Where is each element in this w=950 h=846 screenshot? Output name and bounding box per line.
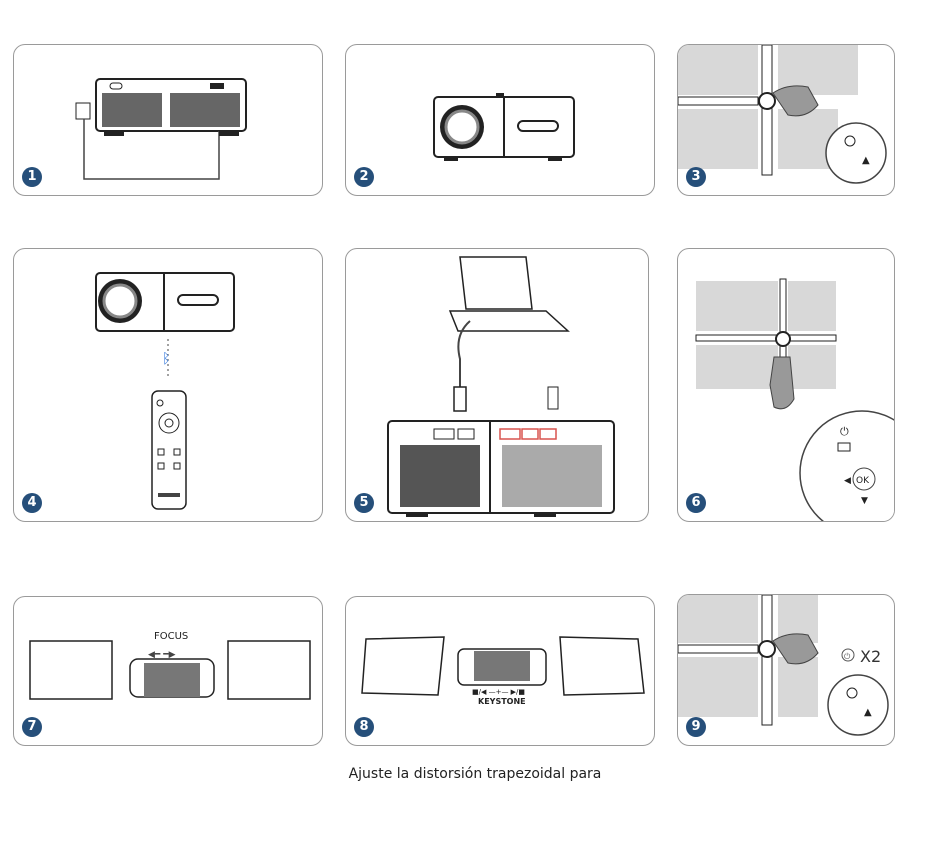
svg-text:▲: ▲ — [862, 155, 870, 166]
svg-text:▲: ▲ — [864, 707, 872, 718]
power-button-press-illustration: ▲ — [678, 45, 895, 196]
step-9-panel: ⏻ ▲ X2 9 — [677, 594, 895, 746]
ok-label: OK — [856, 476, 870, 486]
step-3-panel: ▲ 3 — [677, 44, 895, 196]
repeat-count-label: X2 — [860, 647, 881, 666]
step-number-badge: 3 — [686, 167, 706, 187]
laptop-hdmi-illustration — [346, 249, 649, 522]
step-2-panel: 2 — [345, 44, 655, 196]
step-5-panel: 5 — [345, 248, 649, 522]
bluetooth-remote-illustration: ᛒ — [14, 249, 323, 522]
svg-text:◀: ◀ — [844, 476, 851, 486]
step-number-badge: 9 — [686, 717, 706, 737]
keystone-marks: ■/◀ —+— ▶/■ — [472, 688, 525, 696]
svg-text:ᛒ: ᛒ — [162, 351, 170, 367]
focus-illustration: ◀━ ━▶ FOCUS — [14, 597, 323, 746]
step-number-badge: 4 — [22, 493, 42, 513]
source-button-press-illustration: ⏻ OK ◀ ▼ — [678, 249, 895, 522]
svg-text:◀━ ━▶: ◀━ ━▶ — [148, 650, 176, 660]
power-off-illustration: ⏻ ▲ — [678, 595, 895, 746]
step-number-badge: 2 — [354, 167, 374, 187]
focus-label: FOCUS — [154, 631, 188, 642]
step-number-badge: 8 — [354, 717, 374, 737]
step-1-panel: 1 — [13, 44, 323, 196]
step-number-badge: 1 — [22, 167, 42, 187]
step-6-panel: ⏻ OK ◀ ▼ 6 — [677, 248, 895, 522]
step-7-panel: ◀━ ━▶ FOCUS 7 — [13, 596, 323, 746]
projector-front-illustration — [346, 45, 655, 196]
step-8-panel: ■/◀ —+— ▶/■ KEYSTONE 8 — [345, 596, 655, 746]
keystone-label: KEYSTONE — [478, 697, 526, 706]
page-caption: Ajuste la distorsión trapezoidal para — [0, 766, 950, 782]
step-number-badge: 5 — [354, 493, 374, 513]
svg-text:⏻: ⏻ — [844, 652, 851, 661]
svg-text:▼: ▼ — [861, 496, 868, 506]
projector-power-illustration — [14, 45, 323, 196]
step-number-badge: 7 — [22, 717, 42, 737]
step-4-panel: ᛒ 4 — [13, 248, 323, 522]
svg-text:⏻: ⏻ — [840, 425, 849, 438]
keystone-illustration: ■/◀ —+— ▶/■ KEYSTONE — [346, 597, 655, 746]
step-number-badge: 6 — [686, 493, 706, 513]
